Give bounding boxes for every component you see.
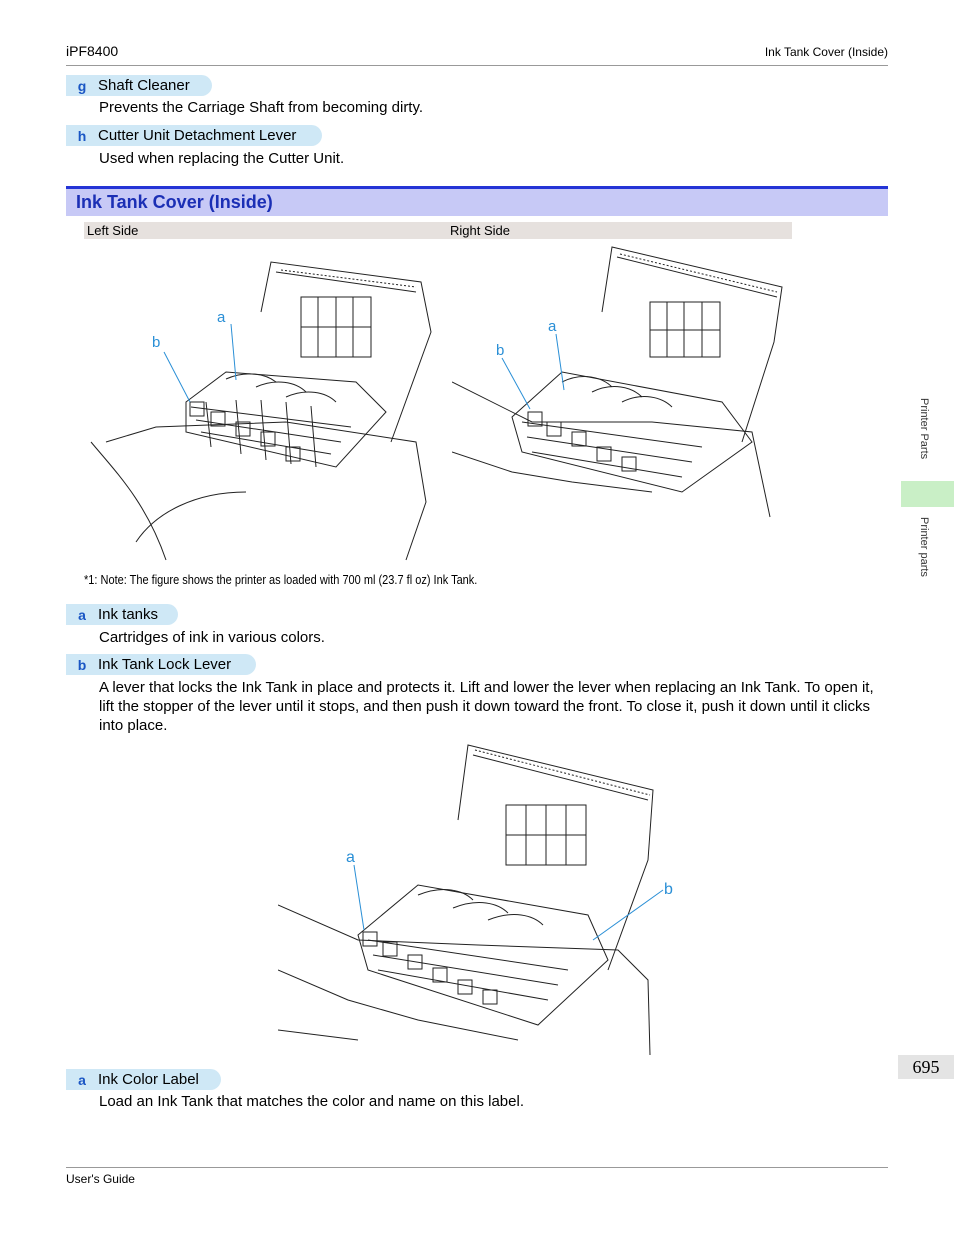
footer-divider	[66, 1167, 888, 1168]
callout-b-right: b	[496, 342, 504, 359]
right-side-illustration: a b	[452, 246, 783, 518]
header-section: Ink Tank Cover (Inside)	[764, 45, 888, 59]
item-a-label: a Ink tanks	[66, 604, 178, 625]
ink-color-label-illustration: a	[278, 744, 664, 1055]
side-subtab-printer-parts[interactable]: Printer parts	[918, 517, 930, 577]
callout-a-left: a	[217, 309, 226, 326]
item-ink-color-label: a Ink Color Label	[66, 1069, 221, 1090]
item-name: Ink Color Label	[98, 1071, 199, 1088]
item-name: Shaft Cleaner	[98, 77, 190, 94]
left-side-illustration: a b	[90, 261, 432, 561]
item-h-desc: Used when replacing the Cutter Unit.	[99, 150, 345, 167]
item-a-desc: Cartridges of ink in various colors.	[99, 629, 325, 646]
item-letter: a	[78, 606, 86, 623]
item-name: Ink tanks	[98, 606, 159, 623]
side-tab-active	[901, 481, 954, 507]
item-letter: a	[78, 1071, 86, 1088]
header-divider	[66, 65, 888, 66]
left-side-label: Left Side	[87, 223, 139, 238]
callout-a-center: a	[346, 849, 355, 866]
section-heading: Ink Tank Cover (Inside)	[66, 186, 888, 216]
item-ink-color-label-desc: Load an Ink Tank that matches the color …	[99, 1093, 524, 1110]
item-name: Ink Tank Lock Lever	[98, 656, 232, 673]
item-b-desc: A lever that locks the Ink Tank in place…	[99, 679, 874, 734]
side-tab-printer-parts[interactable]: Printer Parts	[918, 398, 930, 460]
item-g-desc: Prevents the Carriage Shaft from becomin…	[99, 99, 424, 116]
header-product: iPF8400	[66, 43, 119, 59]
item-letter: b	[77, 656, 87, 673]
item-letter: h	[77, 127, 87, 144]
item-name: Cutter Unit Detachment Lever	[98, 127, 297, 144]
item-h-label: h Cutter Unit Detachment Lever	[66, 125, 322, 146]
callout-a-right: a	[548, 318, 557, 335]
item-letter: g	[77, 77, 87, 94]
right-side-label: Right Side	[450, 223, 510, 238]
callout-b-center: b	[664, 881, 673, 898]
figure-note: *1: Note: The figure shows the printer a…	[84, 573, 478, 587]
table-header-left: Left Side	[84, 222, 450, 239]
item-b-label: b Ink Tank Lock Lever	[66, 654, 256, 675]
page-number: 695	[898, 1055, 954, 1079]
table-header-right: Right Side	[447, 222, 792, 239]
item-g-label: g Shaft Cleaner	[66, 75, 212, 96]
footer-text: User's Guide	[66, 1172, 135, 1186]
callout-b-left: b	[152, 334, 160, 351]
section-title: Ink Tank Cover (Inside)	[76, 192, 273, 212]
